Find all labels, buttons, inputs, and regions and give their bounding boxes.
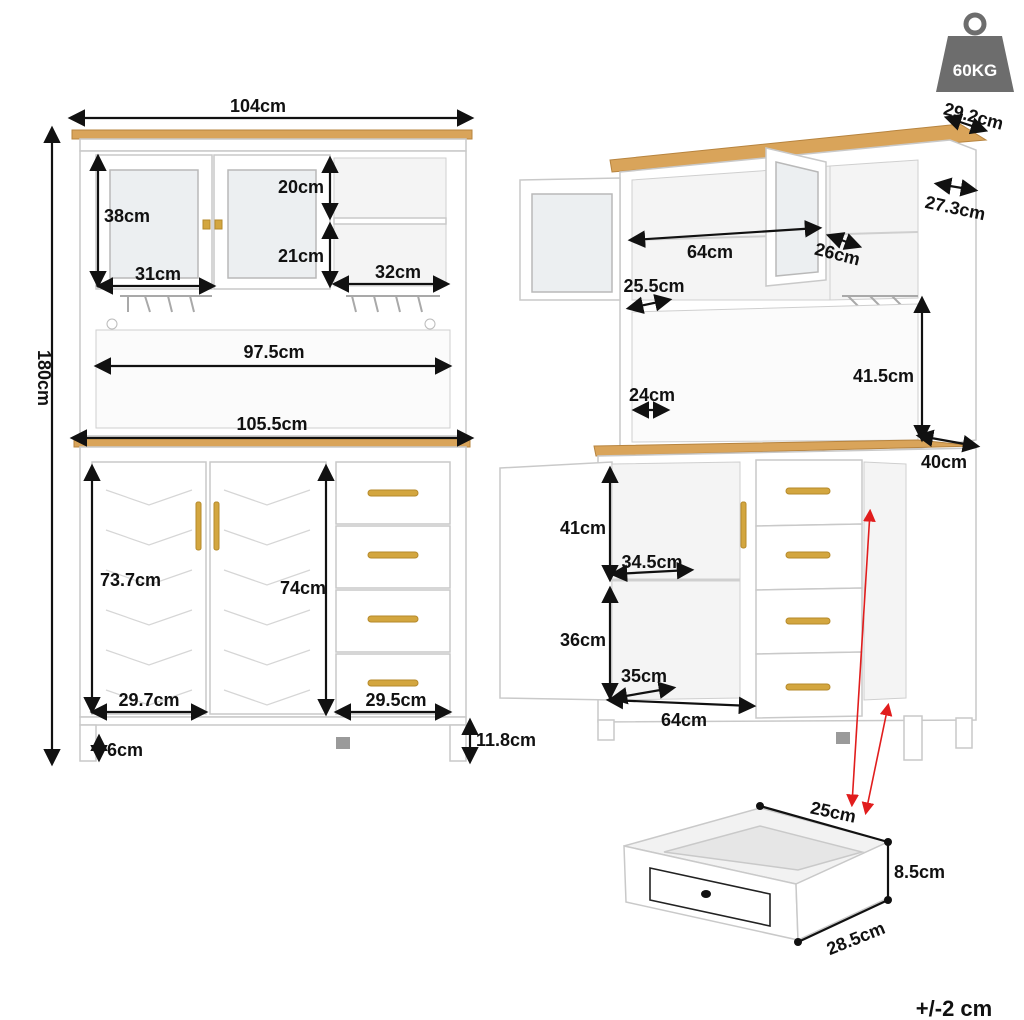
side-top-crown: [609, 123, 988, 173]
dim-inner-width: 64cm: [687, 242, 733, 262]
dim-cabinet-height: 74cm: [280, 578, 326, 598]
top-crown: [71, 129, 473, 140]
leg-left: [79, 724, 97, 762]
dim-door-width: 29.7cm: [118, 690, 179, 710]
dim-base-inner-width: 64cm: [661, 710, 707, 730]
dim-hutch-door-height: 38cm: [104, 206, 150, 226]
side-cabinet: [499, 123, 988, 761]
dim-shelf-upper: 20cm: [278, 177, 324, 197]
side-base-door-open: [499, 461, 613, 701]
dim-width-top: 104cm: [230, 96, 286, 116]
dim-open-depth: 24cm: [629, 385, 675, 405]
weight-icon: 60KG: [936, 12, 1014, 92]
dim-door-height: 73.7cm: [100, 570, 161, 590]
dim-hutch-door-width: 31cm: [135, 264, 181, 284]
dim-open-area-width: 97.5cm: [243, 342, 304, 362]
base-door-left: [91, 461, 207, 715]
dim-base-depth: 40cm: [921, 452, 967, 472]
dim-shelf-width: 32cm: [375, 262, 421, 282]
callout-arrow-left: [846, 508, 876, 808]
dim-drawer-height: 8.5cm: [894, 862, 945, 882]
glass-door-right: [227, 169, 317, 279]
door-handle-right: [213, 501, 220, 551]
counter-top: [73, 437, 471, 448]
dim-height-total: 180cm: [34, 350, 54, 406]
dim-open-height: 41.5cm: [853, 366, 914, 386]
dim-foot-height: 6cm: [107, 740, 143, 760]
tolerance-note: +/-2 cm: [916, 996, 992, 1020]
wine-rack-left: [120, 295, 212, 313]
dim-bottom-depth: 35cm: [621, 666, 667, 686]
base-door-right: [209, 461, 327, 715]
dim-base-height: 11.8cm: [476, 730, 536, 750]
open-area: [95, 329, 451, 429]
callout-arrow-right: [861, 702, 893, 816]
weight-label: 60KG: [953, 61, 997, 80]
door-handle-left: [195, 501, 202, 551]
side-wine-rack-right: [842, 295, 918, 313]
dim-drawer-width: 29.5cm: [365, 690, 426, 710]
dim-shelf-lower: 21cm: [278, 246, 324, 266]
dim-upper-compartment: 41cm: [560, 518, 606, 538]
dim-rack-gap: 25.5cm: [623, 276, 684, 296]
dim-counter-width: 105.5cm: [236, 414, 307, 434]
drawer-detail: [623, 807, 891, 942]
leg-right: [449, 724, 467, 762]
wine-rack-right: [346, 295, 440, 313]
dim-lower-compartment: 36cm: [560, 630, 606, 650]
dim-shelf-span: 34.5cm: [621, 552, 682, 572]
